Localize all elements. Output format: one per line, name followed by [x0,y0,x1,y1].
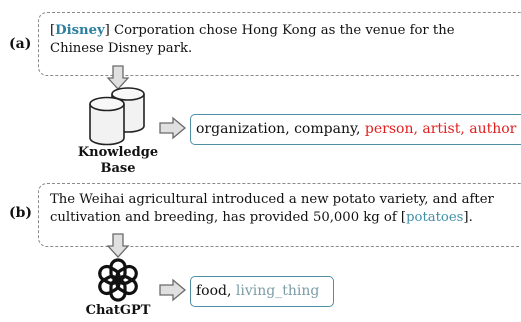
panel-b-sentence: The Weihai agricultural introduced a new… [50,191,494,227]
down-arrow-icon [106,65,130,90]
output-wrong-types: person, artist, author [364,121,517,137]
sentence-b-post: ]. [463,210,473,225]
entity-potatoes: potatoes [406,210,464,225]
panel-b-sentence-line2: cultivation and breeding, has provided 5… [50,209,494,227]
panel-a-sentence-line1: [Disney] Corporation chose Hong Kong as … [50,22,455,40]
panel-b-label: (b) [9,205,33,221]
chatgpt-label: ChatGPT [85,303,151,318]
output-type-food: food, [196,283,236,299]
output-type-living-thing: living_thing [235,283,320,299]
chatgpt-logo-icon [98,258,138,302]
sentence-b-pre: cultivation and breeding, has provided 5… [50,210,407,225]
panel-a-label: (a) [9,36,32,52]
kb-label-line1: Knowledge [77,145,159,160]
panel-b-sentence-box [38,183,521,247]
output-correct-types: organization, company, [196,121,365,137]
entity-disney: Disney [55,23,105,38]
panel-b-sentence-line1: The Weihai agricultural introduced a new… [50,192,494,207]
panel-a-sentence: [Disney] Corporation chose Hong Kong as … [50,22,455,58]
panel-a-sentence-box [38,12,521,76]
kb-label-line2: Base [100,161,136,176]
sentence-a-rest: ] Corporation chose Hong Kong as the ven… [104,23,455,38]
panel-b-output-types: food, living_thing [190,276,334,307]
knowledge-base-label: Knowledge Base [70,145,166,177]
bracket-open: [ [50,23,56,38]
right-arrow-icon [159,278,187,302]
panel-a-sentence-line2: Chinese Disney park. [50,41,193,56]
down-arrow-icon [106,233,130,258]
database-icon [89,87,145,146]
panel-a-output-types: organization, company, person, artist, a… [190,114,521,145]
right-arrow-icon [159,116,187,140]
